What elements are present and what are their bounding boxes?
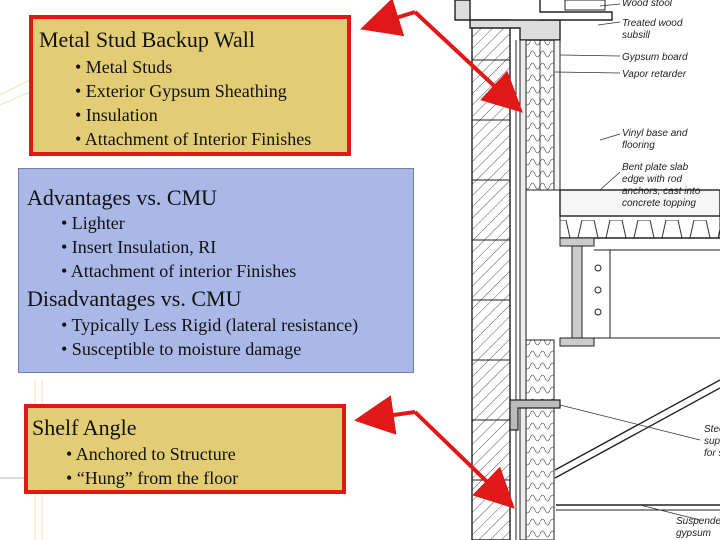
callout-arrows bbox=[354, 0, 523, 509]
label-gypsum-board: Gypsum board bbox=[622, 52, 688, 63]
label-bent-plate-1: Bent plate slab bbox=[622, 162, 689, 173]
disadvantages-heading: Disadvantages vs. CMU bbox=[27, 286, 242, 311]
label-flooring: flooring bbox=[622, 140, 655, 151]
stud-cavity bbox=[525, 39, 555, 540]
label-vinyl-base: Vinyl base and bbox=[622, 128, 688, 139]
bullet-item: • Insulation bbox=[75, 105, 158, 125]
label-shelf-angle-1: Steel shelf angle bbox=[704, 424, 720, 435]
callout-shelf-angle: Shelf Angle • Anchored to Structure • “H… bbox=[24, 404, 346, 494]
label-treated-wood: Treated wood bbox=[622, 18, 683, 29]
label-shelf-angle-2: supporting brick bbox=[704, 436, 720, 447]
label-subsill: subsill bbox=[622, 30, 651, 41]
label-shelf-angle-3: for shelf bbox=[704, 448, 720, 459]
label-suspended-2: gypsum bbox=[676, 528, 711, 539]
advantage-item: • Insert Insulation, RI bbox=[61, 237, 217, 257]
bullet-item: • Attachment of Interior Finishes bbox=[75, 129, 312, 149]
label-bent-plate-3: anchors, cast into bbox=[622, 186, 701, 197]
label-bent-plate-4: concrete topping bbox=[622, 198, 696, 209]
advantage-item: • Attachment of interior Finishes bbox=[61, 261, 297, 281]
disadvantage-item: • Susceptible to moisture damage bbox=[61, 339, 302, 359]
arrow-stud-to-wall bbox=[413, 10, 523, 113]
diagonal-brace bbox=[554, 379, 720, 479]
callout-metal-stud-wall: Metal Stud Backup Wall • Metal Studs • E… bbox=[29, 15, 351, 156]
advantages-heading: Advantages vs. CMU bbox=[27, 185, 218, 210]
bullet-item: • Metal Studs bbox=[75, 57, 173, 77]
disadvantage-item: • Typically Less Rigid (lateral resistan… bbox=[61, 315, 359, 335]
label-bent-plate-2: edge with rod bbox=[622, 174, 682, 185]
arrow-shelf-to-angle bbox=[413, 410, 515, 509]
steel-beam bbox=[559, 237, 720, 347]
callout-title: Shelf Angle bbox=[32, 415, 137, 440]
bullet-item: • Anchored to Structure bbox=[66, 444, 236, 464]
arrow-shelf-to-label bbox=[354, 395, 416, 435]
callout-title: Metal Stud Backup Wall bbox=[39, 27, 255, 52]
label-wood-stool: Wood stool bbox=[622, 0, 673, 9]
comparison-panel: Advantages vs. CMU • Lighter • Insert In… bbox=[18, 168, 414, 373]
arrow-stud-to-label bbox=[360, 0, 416, 37]
bullet-item: • Exterior Gypsum Sheathing bbox=[75, 81, 287, 101]
bullet-item: • “Hung” from the floor bbox=[66, 468, 239, 488]
advantage-item: • Lighter bbox=[61, 213, 125, 233]
label-suspended-1: Suspended bbox=[676, 516, 720, 527]
label-vapor-retarder: Vapor retarder bbox=[622, 69, 687, 80]
floor-slab bbox=[559, 189, 720, 239]
shelf-angle bbox=[509, 399, 561, 431]
